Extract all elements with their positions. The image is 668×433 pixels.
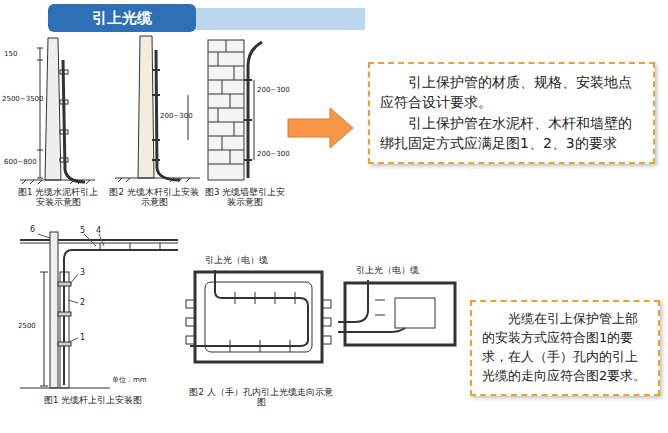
section-title: 引上光缆 (48, 4, 196, 32)
note-text: 引上保护管的材质、规格、安装地点应符合设计要求。 (380, 72, 643, 113)
drawing-part (58, 282, 71, 286)
drawing-part (20, 243, 178, 244)
wooden-pole-figure (115, 36, 200, 182)
drawing-part (60, 100, 68, 104)
drawing-part (190, 270, 308, 346)
drawing-part (40, 272, 48, 273)
drawing-part (37, 48, 43, 49)
drawing-part (20, 180, 95, 181)
drawing-part (205, 282, 312, 352)
drawing-part (186, 318, 195, 326)
drawing-part (235, 292, 295, 304)
drawing-part (254, 80, 255, 160)
drawing-part (118, 178, 190, 182)
dimension: 200~300 (160, 112, 193, 120)
drawing-part (230, 340, 290, 352)
drawing-part (322, 318, 331, 326)
figure-caption: 图2 人（手）孔内引上光缆走向示意图 (186, 388, 336, 408)
drawing-part (45, 38, 61, 180)
drawing-part (395, 298, 435, 328)
drawing-part (322, 336, 331, 344)
drawing-part (44, 272, 45, 386)
cable-label: 引上光（电）缆 (356, 266, 419, 276)
figure-caption: 图3 光缆墙壁引上安装示意图 (202, 188, 288, 208)
drawing-part (20, 388, 110, 389)
drawing-part (40, 386, 48, 387)
unit-note: 单位：mm (112, 376, 147, 384)
note-text: 引上保护管在水泥杆、木杆和墙壁的绑扎固定方式应满足图1、2、3的要求 (380, 113, 643, 154)
drawing-part (186, 300, 195, 308)
drawing-part (190, 8, 365, 30)
drawing-part (138, 36, 154, 178)
dimension: 600~800 (4, 158, 37, 166)
callout-number: 5 (80, 226, 85, 235)
manhole-figure (186, 270, 331, 362)
drawing-part (115, 178, 200, 179)
drawing-part (37, 150, 43, 151)
dimension: 2500 (18, 322, 36, 330)
dimension: 200~300 (257, 150, 290, 158)
drawing-part (152, 70, 160, 160)
drawing-part (37, 178, 43, 179)
drawing-part (40, 48, 41, 178)
note-text: 光缆在引上保护管上部的安装方式应符合图1的要求，在人（手）孔内的引上光缆的走向应… (482, 310, 648, 385)
drawing-part (338, 328, 405, 332)
callout-number: 3 (80, 268, 85, 277)
cable-label: 引上光（电）缆 (205, 256, 268, 266)
drawing-part (64, 250, 178, 385)
drawing-part (345, 283, 455, 345)
header-band (48, 4, 365, 32)
drawing-part (244, 80, 252, 160)
drawing-part (37, 60, 43, 61)
pole-top-figure (20, 232, 178, 388)
drawing-part (208, 40, 244, 180)
callout-number: 4 (96, 226, 101, 235)
figure-caption: 图2 光缆木杆引上安装示意图 (106, 188, 202, 208)
drawing-part (50, 232, 58, 388)
dimension: 150 (4, 50, 17, 58)
figure-caption: 图1 光缆水泥杆引上安装示意图 (14, 188, 102, 208)
callout-number: 6 (30, 225, 35, 234)
note-box: 引上保护管的材质、规格、安装地点应符合设计要求。引上保护管在水泥杆、木杆和墙壁的… (368, 62, 655, 164)
dimension: 2500~3500 (2, 95, 44, 103)
drawing-part (208, 52, 244, 164)
drawing-part (60, 130, 68, 134)
note-box: 光缆在引上保护管上部的安装方式应符合图1的要求，在人（手）孔内的引上光缆的走向应… (470, 300, 660, 396)
wall-figure (208, 40, 262, 180)
pointer-arrow (288, 108, 353, 148)
drawing-part (60, 158, 68, 162)
drawing-part (58, 342, 71, 346)
drawing-part (186, 336, 195, 344)
drawing-part (100, 243, 160, 250)
callout-number: 2 (80, 298, 85, 307)
drawing-part (48, 4, 196, 32)
drawing-part (58, 312, 71, 316)
drawing-part (60, 70, 68, 74)
drawing-part (20, 239, 178, 241)
handhole-figure (338, 280, 455, 345)
drawing-part (60, 272, 69, 388)
drawing-part (322, 300, 331, 308)
drawing-part (218, 40, 234, 164)
drawing-part (22, 180, 90, 184)
drawing-part (375, 300, 385, 315)
drawing-part (38, 234, 104, 342)
drawing-part (63, 60, 85, 182)
dimension: 200~300 (257, 86, 290, 94)
drawing-part (338, 280, 368, 322)
callout-number: 1 (80, 333, 85, 342)
figure-caption: 图1 光缆杆上引上安装图 (18, 396, 168, 406)
